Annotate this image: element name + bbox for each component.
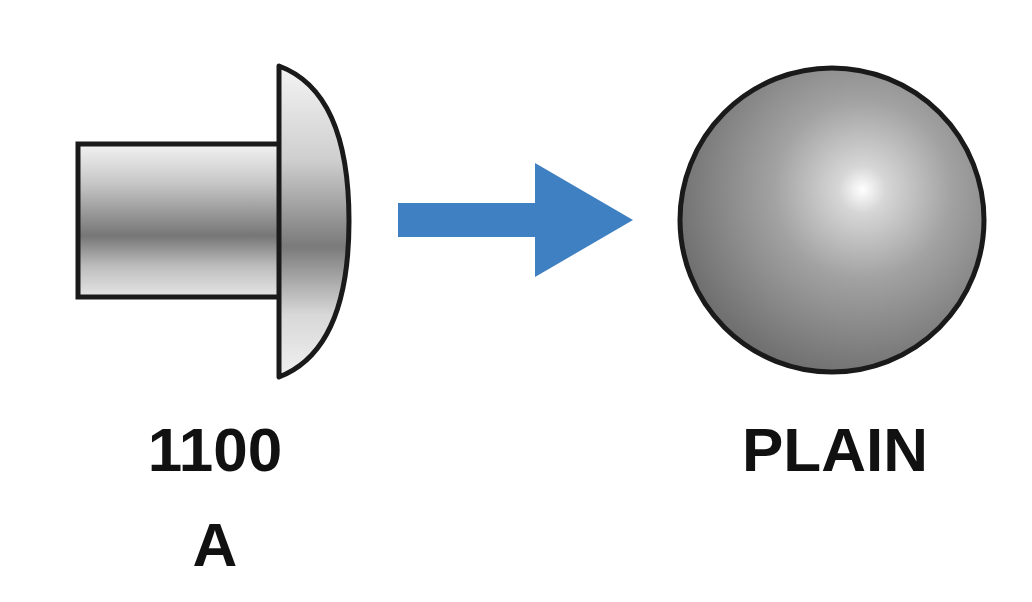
rivet-head — [279, 66, 349, 377]
sphere-illustration — [670, 60, 1000, 390]
rivet-illustration — [70, 55, 360, 395]
label-text: 1100 A — [125, 402, 305, 592]
part-label: 1100 A — [70, 402, 360, 592]
sphere-body — [680, 68, 984, 372]
sphere-part: PLAIN — [670, 60, 1000, 497]
part-label: PLAIN — [670, 402, 1000, 497]
arrow-shaft — [398, 203, 537, 237]
rivet-shank — [78, 144, 280, 297]
rivet-part: 1100 A — [70, 55, 360, 592]
label-text: PLAIN — [742, 402, 928, 497]
arrow-head — [535, 163, 633, 277]
flow-arrow — [398, 163, 633, 277]
